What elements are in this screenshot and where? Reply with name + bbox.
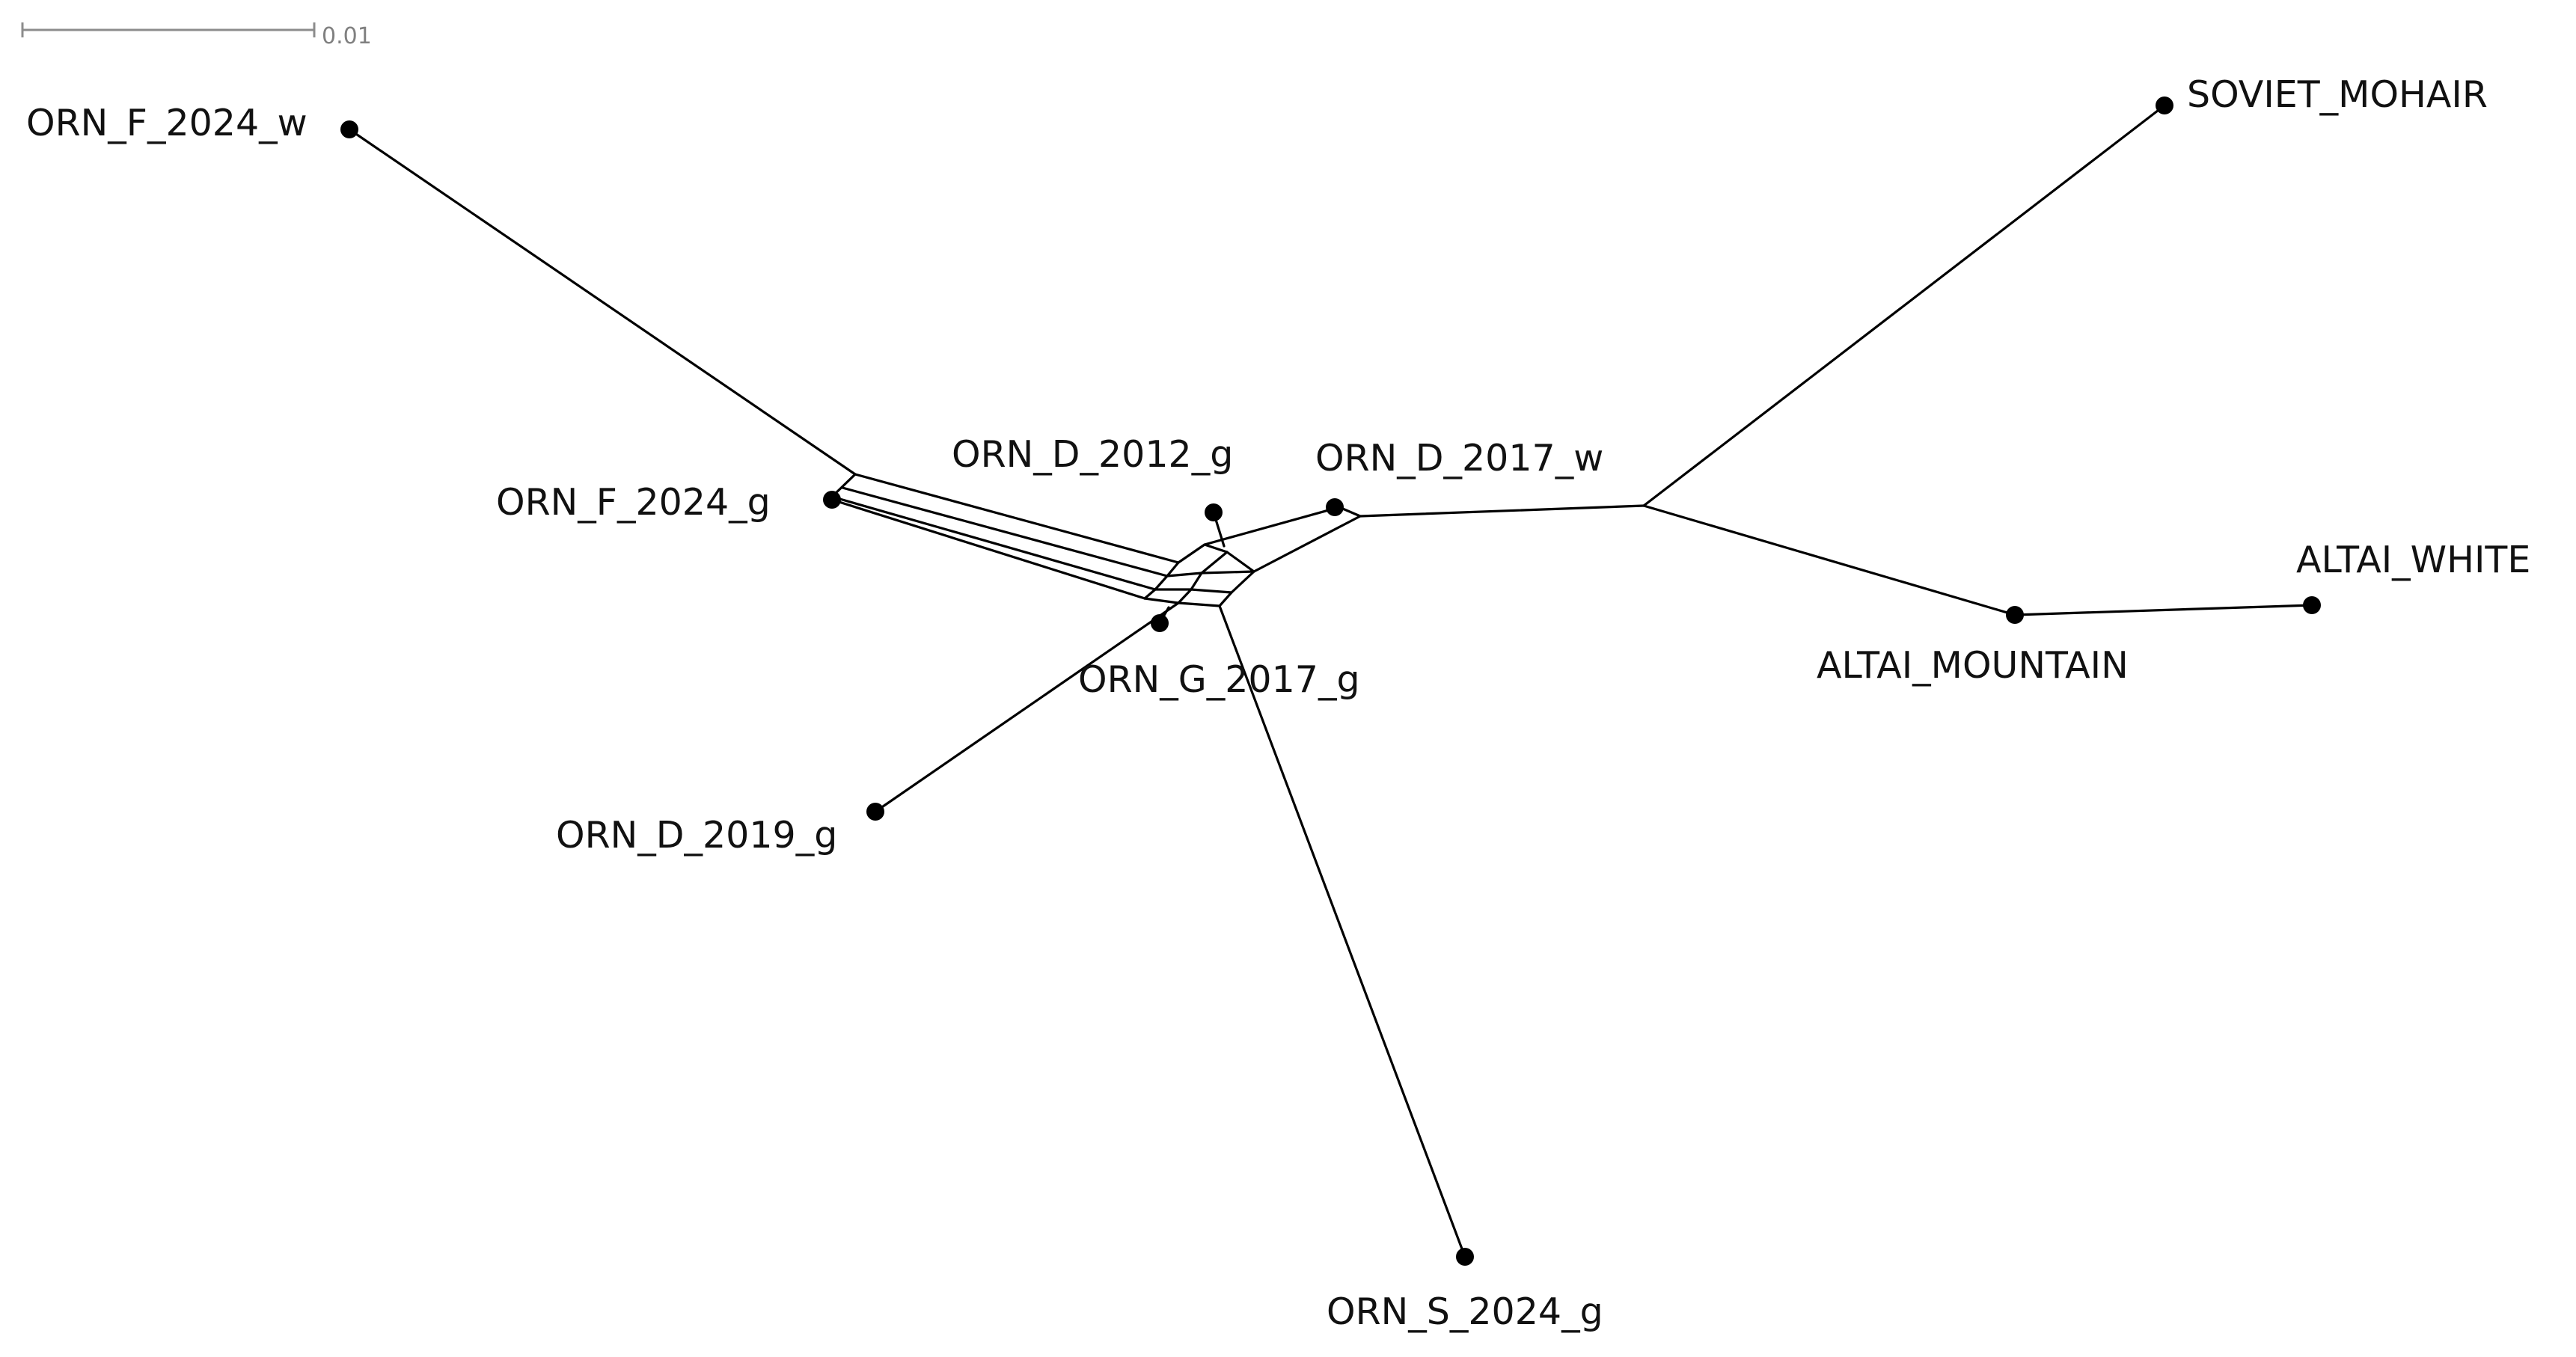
node-orn-s-2024-g <box>1456 1248 1474 1266</box>
edge-altai-mountain <box>1642 504 2016 616</box>
edge-altai-white <box>2013 604 2313 616</box>
edge-central-box <box>1166 572 1203 578</box>
edge-central-box <box>1143 561 1180 600</box>
scale-bar-label: 0.01 <box>322 23 372 49</box>
node-altai-mountain <box>2006 606 2024 624</box>
label-orn-d-2017-w: ORN_D_2017_w <box>1315 437 1603 480</box>
node-orn-g-2017-g <box>1151 614 1169 632</box>
label-orn-s-2024-g: ORN_S_2024_g <box>1327 1290 1603 1333</box>
scale-bar: 0.01 <box>21 22 372 49</box>
node-orn-f-2024-w <box>340 120 358 138</box>
label-orn-d-2012-g: ORN_D_2012_g <box>952 433 1233 476</box>
node-soviet-mohair <box>2156 97 2173 114</box>
edge-orn-f-2024-g <box>830 498 1146 600</box>
edge-central-box <box>1177 543 1229 604</box>
node-orn-d-2019-g <box>866 803 884 821</box>
edge-split-parallel <box>830 495 1157 591</box>
node-altai-white <box>2303 596 2321 614</box>
taxon-labels: ORN_F_2024_w ORN_F_2024_g ORN_D_2012_g O… <box>26 73 2530 1333</box>
edge-orn-s-2024-g <box>1218 604 1466 1258</box>
edge-soviet-mohair <box>1642 104 2166 507</box>
edge-split-parallel <box>841 486 1169 578</box>
label-altai-mountain: ALTAI_MOUNTAIN <box>1817 644 2129 687</box>
edge-split-parallel <box>854 473 1180 564</box>
label-altai-white: ALTAI_WHITE <box>2296 539 2530 581</box>
edge-main-trunk <box>1359 504 1645 518</box>
network-edges <box>348 104 2313 1258</box>
node-orn-d-2017-w <box>1326 498 1344 516</box>
label-orn-g-2017-g: ORN_G_2017_g <box>1078 658 1360 701</box>
label-orn-f-2024-g: ORN_F_2024_g <box>496 481 771 524</box>
node-orn-d-2012-g <box>1205 503 1223 521</box>
edge-orn-d-2019-g <box>874 601 1180 813</box>
edge-orn-f-2024-w <box>348 128 857 476</box>
taxon-nodes <box>340 97 2321 1266</box>
edge-central-box <box>1143 551 1255 607</box>
edge-central-box <box>1190 588 1233 594</box>
node-orn-f-2024-g <box>823 491 841 509</box>
label-soviet-mohair: SOVIET_MOHAIR <box>2187 73 2488 116</box>
label-orn-f-2024-w: ORN_F_2024_w <box>26 102 308 144</box>
label-orn-d-2019-g: ORN_D_2019_g <box>556 814 837 857</box>
edge-central-box <box>1200 570 1255 575</box>
edge-central-box <box>1203 506 1362 573</box>
